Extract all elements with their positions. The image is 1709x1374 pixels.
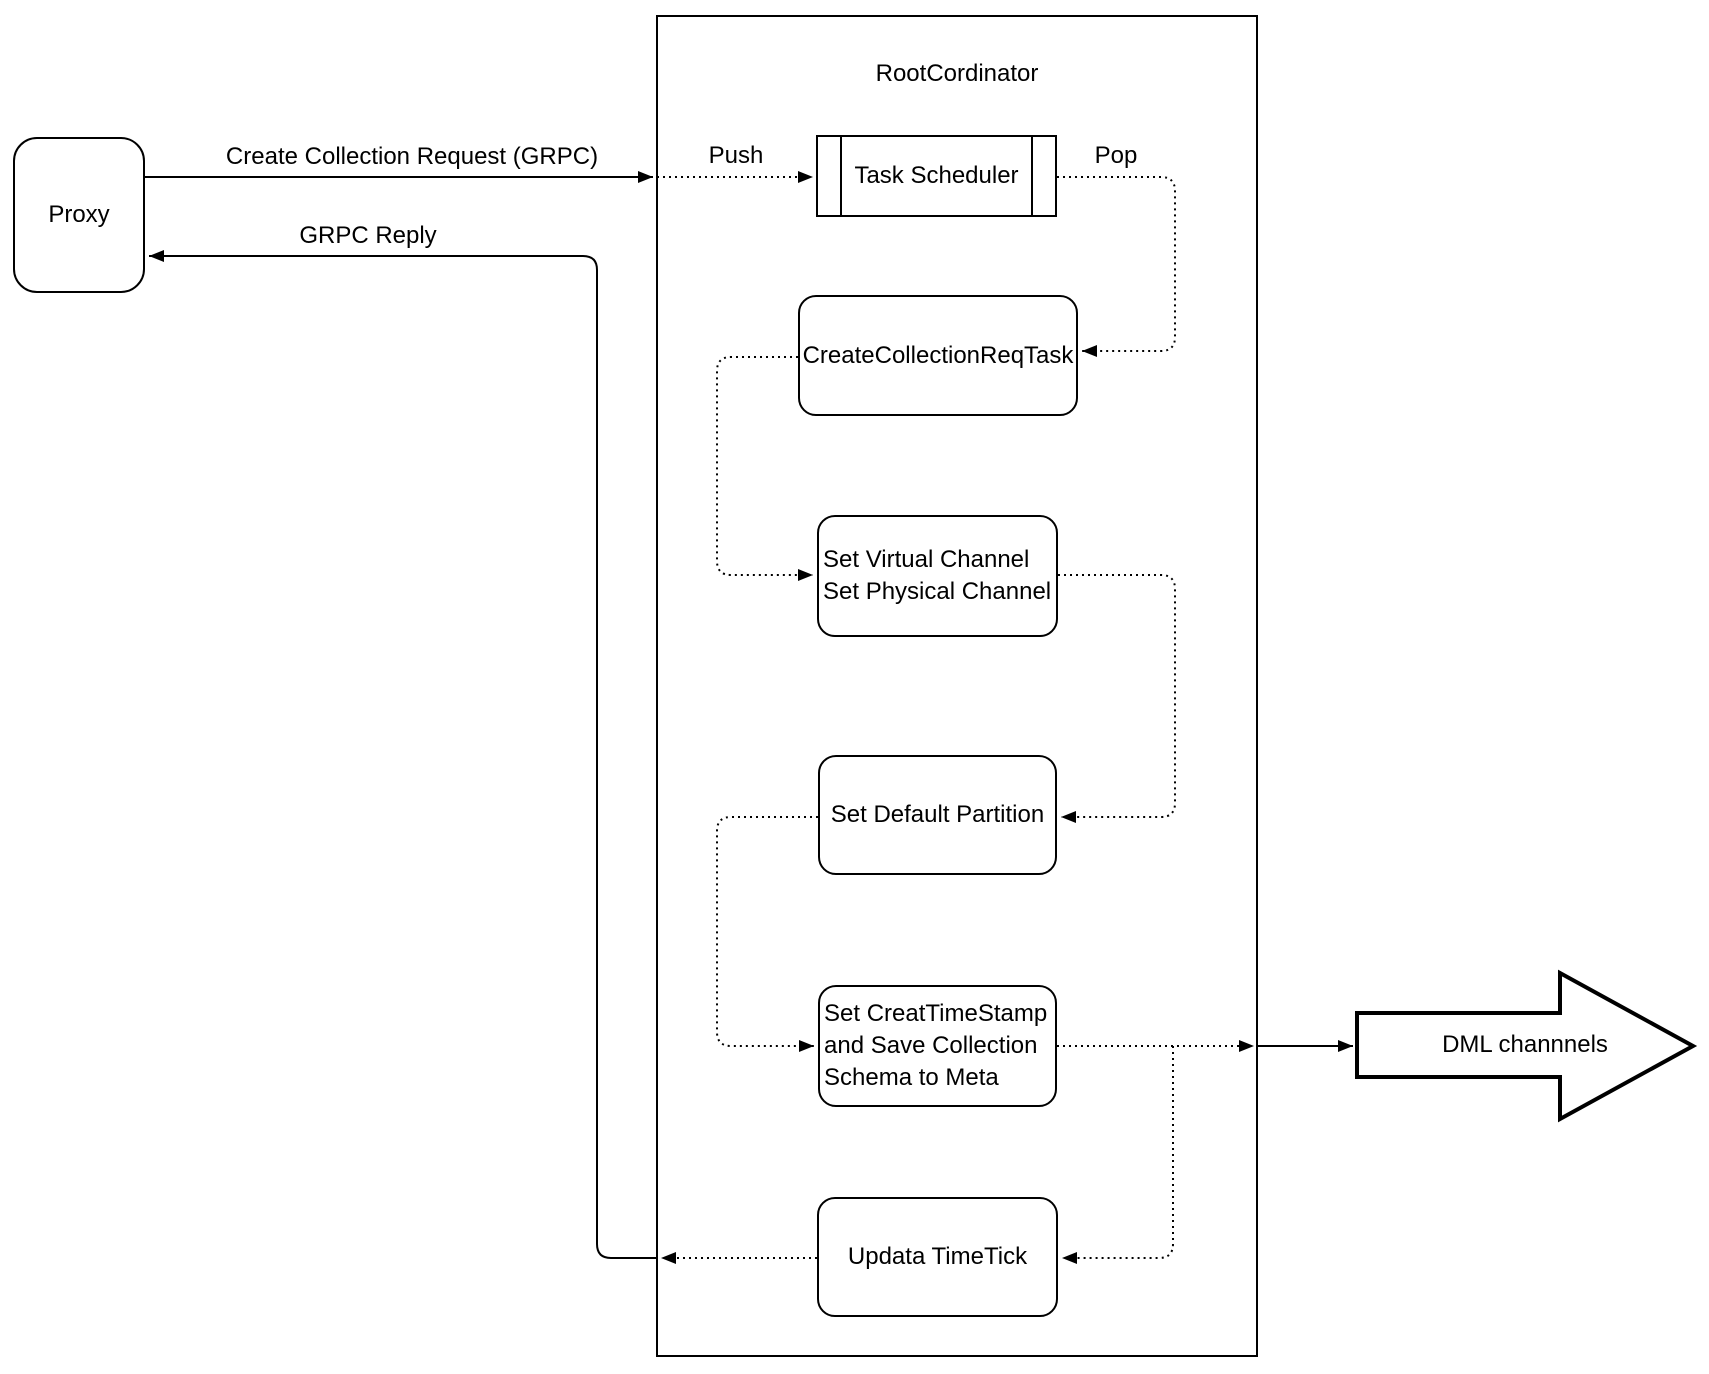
- edge-label-grpc-reply: GRPC Reply: [299, 222, 437, 249]
- node-set-channels-line1: Set Virtual Channel: [823, 546, 1030, 574]
- node-proxy: Proxy: [13, 137, 145, 293]
- node-set-channels-line2: Set Physical Channel: [823, 578, 1052, 605]
- edge-grpc-reply: [149, 250, 657, 1259]
- node-create-collection-req-task-label: CreateCollectionReqTask: [802, 341, 1074, 369]
- edge-setchannels-to-defaultpartition: [1058, 574, 1176, 823]
- node-task-scheduler-label: Task Scheduler: [854, 162, 1019, 190]
- task-scheduler-right-bar: [1031, 137, 1033, 215]
- edge-defaultpartition-to-timestamp: [716, 816, 818, 1052]
- node-set-default-partition-label: Set Default Partition: [830, 801, 1045, 829]
- node-set-creat-timestamp-line1: Set CreatTimeStamp: [824, 1000, 1048, 1028]
- edge-pop: [1057, 176, 1176, 357]
- edge-label-push: Push: [708, 142, 764, 169]
- edge-timestamp-to-timetick: [1062, 1046, 1174, 1264]
- edge-reqtask-to-setchannels: [716, 356, 813, 581]
- edge-label-create-collection-request: Create Collection Request (GRPC): [225, 143, 599, 170]
- node-proxy-label: Proxy: [48, 201, 110, 229]
- node-task-scheduler: Task Scheduler: [816, 135, 1057, 217]
- node-set-default-partition: Set Default Partition: [818, 755, 1057, 875]
- node-updata-timetick: Updata TimeTick: [817, 1197, 1058, 1317]
- node-set-creat-timestamp-line3: Schema to Meta: [824, 1063, 999, 1091]
- node-set-creat-timestamp: Set CreatTimeStamp and Save Collection S…: [818, 985, 1057, 1107]
- node-updata-timetick-label: Updata TimeTick: [847, 1243, 1028, 1271]
- node-set-channels: Set Virtual Channel Set Physical Channel: [817, 515, 1058, 637]
- node-set-creat-timestamp-line2: and Save Collection: [824, 1032, 1038, 1060]
- dml-channels-block-arrow: [1355, 969, 1698, 1123]
- node-create-collection-req-task: CreateCollectionReqTask: [798, 295, 1078, 416]
- node-dml-channels-label: DML channnels: [1442, 1031, 1608, 1058]
- rootcordinator-container: [656, 15, 1258, 1357]
- rootcordinator-title: RootCordinator: [875, 60, 1039, 87]
- edge-label-pop: Pop: [1094, 142, 1138, 169]
- task-scheduler-left-bar: [840, 137, 842, 215]
